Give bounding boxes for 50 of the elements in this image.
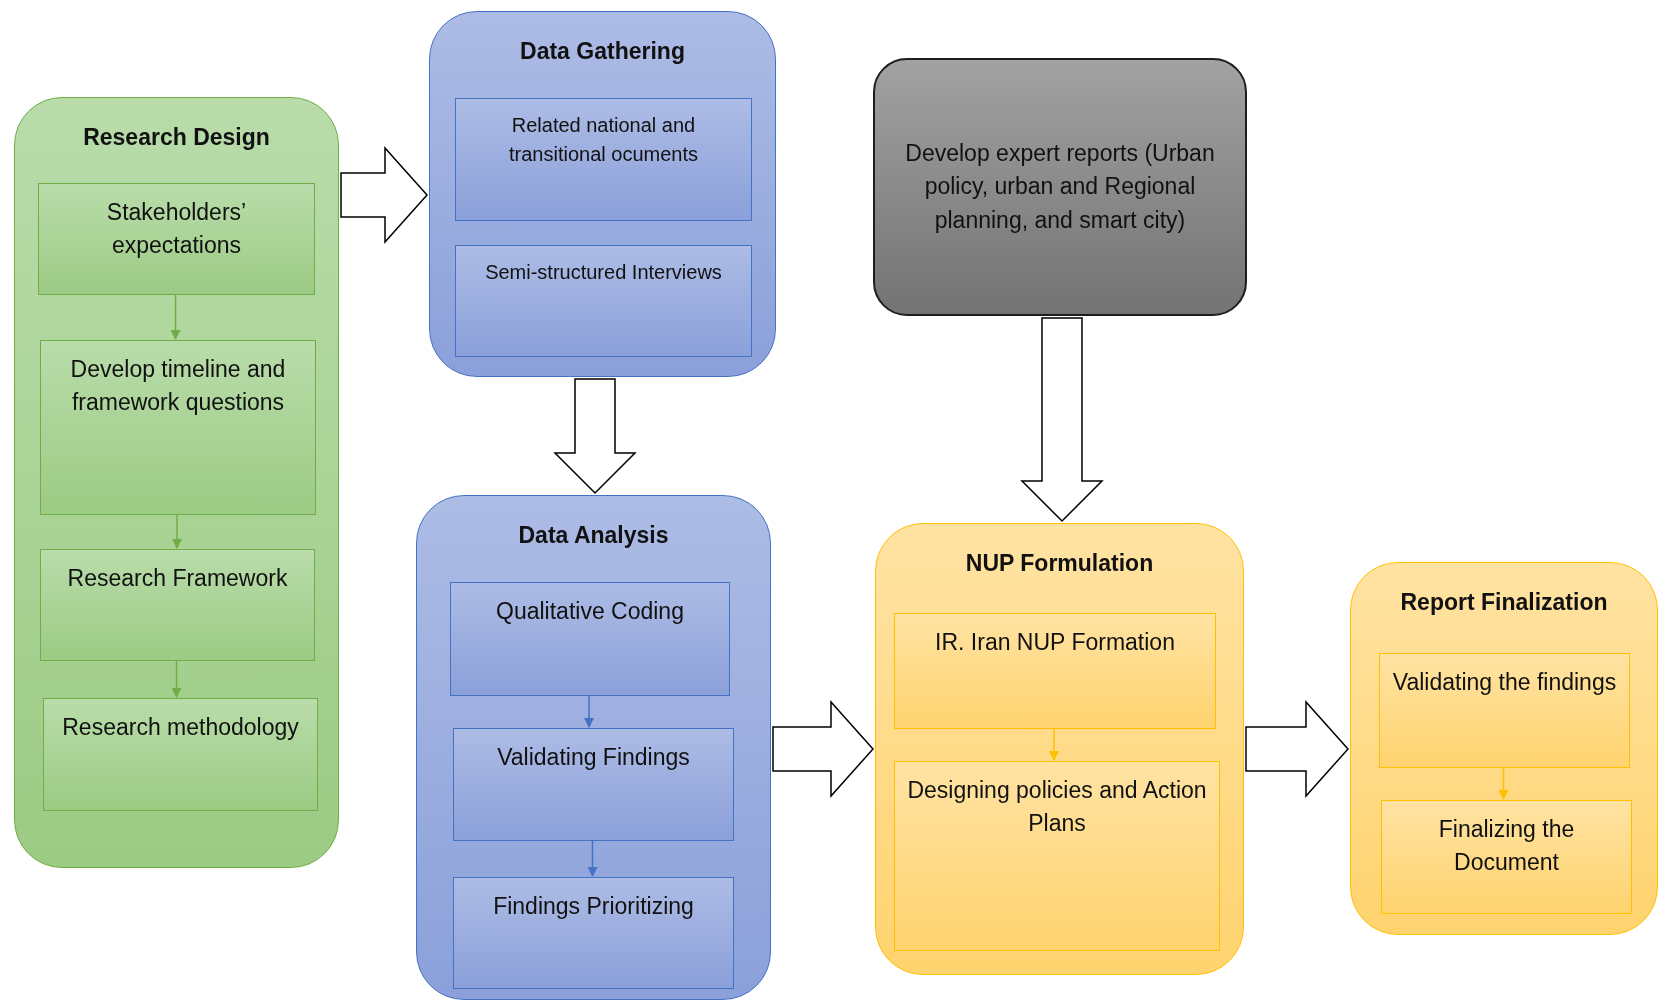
- step-box: [40, 549, 315, 661]
- step-text: Validating Findings: [497, 743, 690, 772]
- stage-title: Report Finalization: [1400, 589, 1608, 616]
- step-box: [450, 582, 730, 696]
- step-text: Validating the findings: [1392, 668, 1617, 697]
- stage-title: Research Design: [83, 124, 270, 151]
- step-box: [43, 698, 318, 811]
- arrow: [170, 293, 181, 340]
- stage-panel: [875, 523, 1244, 975]
- step-text: IR. Iran NUP Formation: [935, 628, 1175, 657]
- step-text: Research Framework: [67, 564, 288, 593]
- step-text: Develop timeline and framework questions: [69, 355, 287, 418]
- process-box: [873, 58, 1247, 316]
- step-box: [1381, 800, 1632, 914]
- arrow: [1049, 727, 1059, 761]
- stage-title: Data Analysis: [518, 522, 669, 549]
- block-arrow: [553, 378, 637, 495]
- step-text: Develop expert reports (Urban policy, urban and Regional planning, and smart city): [904, 139, 1216, 235]
- stage-panel: [429, 11, 776, 377]
- step-box: [894, 761, 1220, 951]
- stage-panel: [1350, 562, 1658, 935]
- step-text: Semi-structured Interviews: [485, 260, 722, 285]
- arrow: [1498, 766, 1509, 800]
- step-box: [1379, 653, 1630, 768]
- step-text: Designing policies and Action Plans: [906, 776, 1208, 839]
- step-text: Findings Prioritizing: [493, 892, 694, 921]
- step-box: [38, 183, 315, 295]
- step-text: Related national and transitional ocuments: [508, 113, 699, 167]
- step-box: [453, 877, 734, 989]
- step-box: [455, 98, 752, 221]
- step-text: Qualitative Coding: [496, 597, 684, 626]
- stage-title: NUP Formulation: [965, 550, 1154, 577]
- arrow: [172, 513, 182, 549]
- step-text: Finalizing the Document: [1437, 815, 1576, 878]
- stage-panel: [416, 495, 771, 1000]
- block-arrow: [340, 146, 428, 244]
- block-arrow: [1245, 700, 1349, 798]
- step-box: [453, 728, 734, 841]
- step-box: [40, 340, 316, 515]
- step-text: Stakeholders’ expectations: [105, 198, 248, 261]
- block-arrow: [1020, 317, 1104, 523]
- step-box: [455, 245, 752, 357]
- arrow: [584, 694, 594, 728]
- block-arrow: [772, 700, 874, 798]
- arrow: [587, 839, 598, 877]
- arrow: [171, 659, 182, 698]
- step-box: [894, 613, 1216, 729]
- stage-title: Data Gathering: [520, 38, 685, 65]
- step-text: Research methodology: [62, 713, 299, 742]
- stage-panel: [14, 97, 339, 868]
